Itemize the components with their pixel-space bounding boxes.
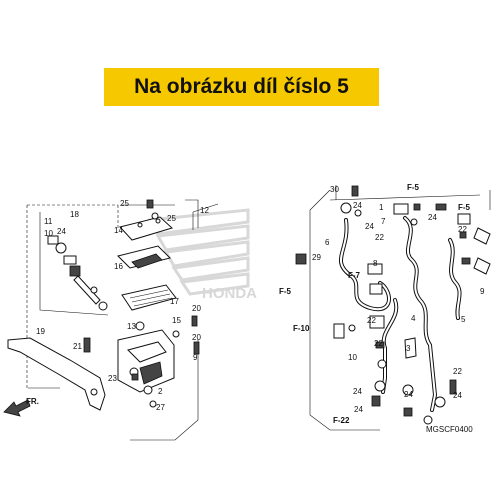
label-13: 13 bbox=[127, 322, 136, 331]
piston-kit bbox=[47, 235, 108, 311]
label-2: 2 bbox=[158, 387, 163, 396]
label-24g: 24 bbox=[453, 391, 462, 400]
label-11: 11 bbox=[44, 217, 53, 226]
label-24f: 24 bbox=[354, 405, 363, 414]
frame-ref-f22: F-22 bbox=[333, 416, 350, 425]
label-21: 21 bbox=[73, 342, 82, 351]
label-15: 15 bbox=[172, 316, 181, 325]
label-16: 16 bbox=[114, 262, 123, 271]
cap-plate bbox=[117, 245, 171, 269]
label-25: 24 bbox=[57, 227, 66, 236]
frame-ref-f5-top: F-5 bbox=[407, 183, 420, 192]
label-22d: 22 bbox=[374, 339, 383, 348]
direction-label: FR. bbox=[26, 397, 39, 406]
label-4: 4 bbox=[411, 314, 416, 323]
label-20b: 20 bbox=[192, 333, 201, 342]
label-9: 9 bbox=[480, 287, 485, 296]
label-24c: 24 bbox=[428, 213, 437, 222]
banner-text: Na obrázku díl číslo 5 bbox=[134, 75, 349, 98]
label-5: 5 bbox=[461, 315, 466, 324]
label-22b: 22 bbox=[458, 225, 467, 234]
label-1: 1 bbox=[379, 203, 384, 212]
label-30: 30 bbox=[330, 185, 339, 194]
frame-references: F-5 F-5 F-5 F-7 F-10 F-22 bbox=[279, 183, 471, 425]
frame-ref-f5-left: F-5 bbox=[279, 287, 292, 296]
diagram-code: MGSCF0400 bbox=[426, 425, 473, 434]
label-10-right: 10 bbox=[348, 353, 357, 362]
brake-lever bbox=[7, 337, 106, 411]
label-24b: 24 bbox=[365, 222, 374, 231]
label-29: 29 bbox=[312, 253, 321, 262]
label-7: 7 bbox=[381, 217, 386, 226]
reservoir-cap bbox=[119, 216, 173, 241]
label-24a: 24 bbox=[353, 201, 362, 210]
part-labels-left: 11 10 24 18 25 25 12 14 16 17 20 15 20 9… bbox=[36, 199, 209, 412]
frame-ref-f10: F-10 bbox=[293, 324, 310, 333]
frame-ref-f7: F-7 bbox=[348, 271, 361, 280]
label-12: 12 bbox=[200, 206, 209, 215]
label-22a: 22 bbox=[375, 233, 384, 242]
part-number-banner: Na obrázku díl číslo 5 bbox=[104, 68, 379, 106]
label-6: 6 bbox=[325, 238, 330, 247]
label-14: 14 bbox=[114, 226, 123, 235]
label-22c: 22 bbox=[367, 316, 376, 325]
front-direction-marker: FR. bbox=[3, 397, 39, 417]
label-22e: 22 bbox=[453, 367, 462, 376]
label-24e: 24 bbox=[404, 390, 413, 399]
label-19: 19 bbox=[36, 327, 45, 336]
frame-ref-f5-right: F-5 bbox=[458, 203, 471, 212]
small-fasteners-left bbox=[83, 199, 200, 408]
brake-hoses bbox=[338, 216, 462, 412]
label-3: 3 bbox=[406, 344, 411, 353]
brake-hose-frame bbox=[309, 185, 491, 431]
hose-fittings bbox=[295, 185, 491, 425]
label-18: 18 bbox=[70, 210, 79, 219]
label-10: 10 bbox=[44, 229, 53, 238]
label-24d: 24 bbox=[353, 387, 362, 396]
label-26b: 25 bbox=[167, 214, 176, 223]
label-26a: 25 bbox=[120, 199, 129, 208]
label-17: 17 bbox=[170, 297, 179, 306]
master-cylinder-frame bbox=[26, 199, 219, 441]
label-20a: 20 bbox=[192, 304, 201, 313]
diaphragm bbox=[121, 284, 177, 311]
master-cylinder-body bbox=[117, 329, 175, 393]
label-8: 8 bbox=[373, 259, 378, 268]
watermark-brand: HONDA bbox=[202, 285, 257, 302]
label-23: 23 bbox=[108, 374, 117, 383]
label-27: 27 bbox=[156, 403, 165, 412]
part-labels-right: 30 24 1 7 6 24 22 24 22 9 29 8 22 4 5 22… bbox=[312, 185, 485, 414]
label-9-left: 9 bbox=[193, 353, 198, 362]
